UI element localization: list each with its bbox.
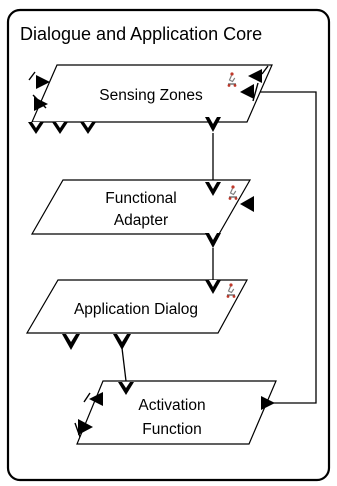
port-dialog-bottom-1[interactable]	[62, 334, 80, 350]
port-adapter-right[interactable]	[240, 196, 254, 212]
port-sensing-bottom-1[interactable]	[28, 122, 44, 134]
block-sensing-zones-label: Sensing Zones	[99, 87, 203, 104]
port-sensing-bottom-3[interactable]	[80, 122, 96, 134]
port-activation-left-top[interactable]	[83, 392, 103, 406]
port-sensing-right-bottom[interactable]	[240, 82, 259, 102]
port-sensing-bottom-out[interactable]	[205, 117, 221, 132]
port-activation-left-bottom[interactable]	[74, 419, 93, 438]
port-adapter-bottom-out[interactable]	[205, 233, 221, 248]
port-dialog-top-in[interactable]	[205, 280, 221, 294]
port-sensing-right-top[interactable]	[248, 65, 269, 83]
port-sensing-left-top[interactable]	[28, 71, 50, 89]
port-adapter-top-in[interactable]	[205, 182, 221, 196]
port-activation-right-out[interactable]	[261, 396, 275, 410]
block-application-dialog-label: Application Dialog	[74, 301, 198, 318]
block-activation-function[interactable]: Activation Function	[76, 380, 277, 445]
block-sensing-zones[interactable]: Sensing Zones	[31, 64, 273, 123]
block-functional-adapter-line2: Adapter	[114, 212, 168, 229]
port-activation-top-in[interactable]	[118, 382, 134, 395]
block-activation-function-line2: Function	[142, 421, 201, 438]
block-functional-adapter-line1: Functional	[105, 190, 177, 207]
connector-activation-feedback	[253, 91, 317, 404]
port-sensing-bottom-2[interactable]	[52, 122, 68, 134]
port-sensing-left-bottom[interactable]	[32, 94, 48, 111]
block-functional-adapter[interactable]: Functional Adapter	[30, 179, 252, 235]
block-application-dialog[interactable]: Application Dialog	[25, 279, 249, 334]
block-activation-function-line1: Activation	[138, 397, 205, 414]
diagram-title: Dialogue and Application Core	[20, 24, 262, 44]
connector-dialog-to-activation	[121, 347, 127, 382]
port-dialog-bottom-2[interactable]	[113, 334, 131, 350]
